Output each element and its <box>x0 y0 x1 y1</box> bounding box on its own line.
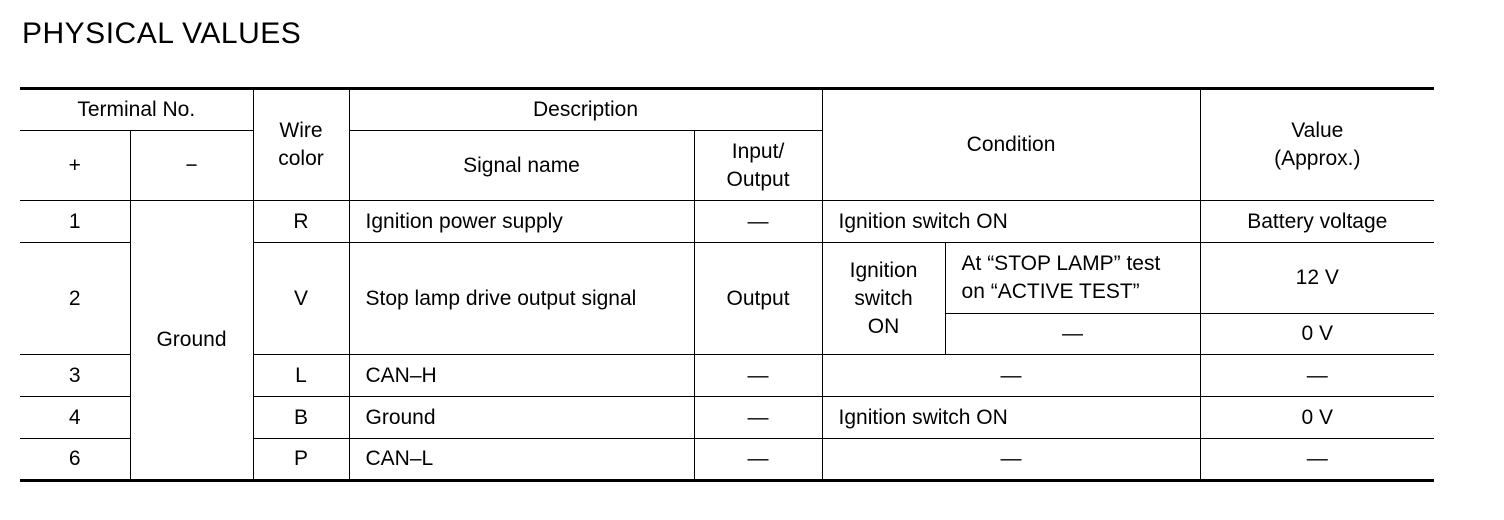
wire-color-cell: V <box>252 242 350 355</box>
terminal-cell: 6 <box>20 438 131 482</box>
header-description: Description <box>348 87 823 131</box>
sub-condition-cell: — <box>945 313 1201 355</box>
condition-cell: — <box>821 354 1201 397</box>
value-cell: 0 V <box>1199 313 1435 355</box>
header-terminal-no: Terminal No. <box>20 87 254 131</box>
signal-name-cell: CAN–H <box>348 354 695 397</box>
condition-cell: Ignition switch ON <box>821 396 1201 439</box>
terminal-cell: 4 <box>20 396 131 439</box>
sub-condition-cell: At “STOP LAMP” test on “ACTIVE TEST” <box>944 242 1201 314</box>
header-value: Value (Approx.) <box>1199 87 1435 201</box>
table-row: 2 V Stop lamp drive output signal Output… <box>20 242 1435 355</box>
table-row: — 0 V <box>20 313 1435 355</box>
header-terminal-plus: + <box>20 130 131 201</box>
input-output-cell: — <box>693 200 823 243</box>
wire-color-cell: B <box>252 396 350 439</box>
header-row-1: Terminal No. Wire color Description Cond… <box>20 87 1435 201</box>
signal-name-cell: Ignition power supply <box>348 200 695 243</box>
header-wire-color: Wire color <box>252 87 350 201</box>
condition-cell: — <box>821 438 1201 482</box>
condition-main-cell: Ignition switch ON <box>821 242 946 355</box>
ground-terminal-cell: Ground <box>129 200 254 482</box>
header-terminal-minus: − <box>129 130 254 201</box>
input-output-cell: — <box>693 354 823 397</box>
table-row: 6 P CAN–L — — — <box>20 438 1435 482</box>
wire-color-cell: P <box>252 438 350 482</box>
table-row: 1 Ground R Ignition power supply — Ignit… <box>20 200 1435 482</box>
input-output-cell: — <box>693 396 823 439</box>
page-title: PHYSICAL VALUES <box>22 17 302 50</box>
signal-name-cell: Ground <box>348 396 695 439</box>
signal-name-cell: CAN–L <box>348 438 695 482</box>
value-cell: — <box>1199 438 1435 482</box>
input-output-cell: Output <box>693 242 823 355</box>
table-row: 4 B Ground — Ignition switch ON 0 V <box>20 396 1435 439</box>
value-cell: — <box>1199 354 1435 397</box>
header-signal-name: Signal name <box>348 130 695 201</box>
wire-color-cell: L <box>252 354 350 397</box>
wire-color-cell: R <box>252 200 350 243</box>
physical-values-table: Terminal No. Wire color Description Cond… <box>20 87 1435 482</box>
terminal-cell: 1 <box>20 200 131 243</box>
header-input-output: Input/ Output <box>693 130 823 201</box>
input-output-cell: — <box>693 438 823 482</box>
table-row: 3 L CAN–H — — — <box>20 354 1435 397</box>
value-cell: 12 V <box>1199 242 1435 314</box>
header-condition: Condition <box>821 87 1201 201</box>
value-cell: Battery voltage <box>1199 200 1435 243</box>
terminal-cell: 3 <box>20 354 131 397</box>
condition-cell: Ignition switch ON <box>821 200 1201 243</box>
value-cell: 0 V <box>1199 396 1435 439</box>
signal-name-cell: Stop lamp drive output signal <box>348 242 695 355</box>
terminal-cell: 2 <box>20 242 131 355</box>
